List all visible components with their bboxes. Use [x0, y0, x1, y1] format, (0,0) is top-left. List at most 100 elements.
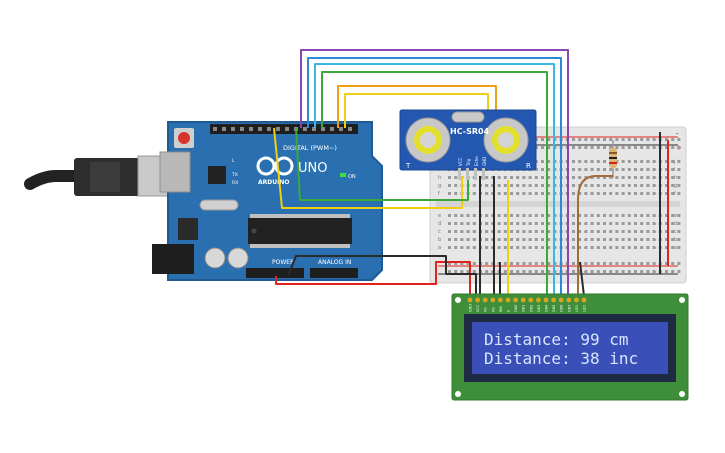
breadboard-hole	[472, 238, 476, 241]
breadboard-hole	[640, 184, 644, 187]
breadboard-hole	[472, 230, 476, 233]
digital-header	[210, 124, 358, 134]
breadboard-hole	[665, 160, 668, 163]
breadboard-hole	[603, 146, 606, 149]
breadboard-hole	[609, 138, 613, 141]
row-letter: a	[438, 245, 441, 251]
breadboard-hole	[541, 192, 544, 195]
lcd-pin-label: E	[507, 310, 511, 312]
breadboard-hole	[460, 222, 464, 225]
breadboard-hole	[541, 262, 544, 265]
breadboard-hole	[541, 160, 544, 163]
breadboard-hole	[584, 270, 588, 273]
breadboard-hole	[466, 270, 470, 273]
breadboard-hole	[627, 138, 631, 141]
breadboard-hole	[572, 146, 575, 149]
breadboard-hole	[615, 214, 619, 217]
breadboard-hole	[516, 262, 520, 265]
breadboard-hole	[534, 168, 538, 171]
sensor-name: HC-SR04	[450, 127, 490, 136]
wire	[273, 127, 463, 209]
breadboard-hole	[491, 192, 495, 195]
rail-minus-label: -	[676, 130, 679, 138]
breadboard-hole	[590, 214, 594, 217]
breadboard-hole	[665, 184, 668, 187]
breadboard-hole	[621, 246, 625, 249]
lcd-pin-label: RS	[491, 307, 495, 312]
capacitor	[204, 247, 226, 269]
breadboard-hole	[640, 222, 644, 225]
breadboard-hole	[572, 270, 575, 273]
reset-button-cap[interactable]	[178, 132, 190, 144]
breadboard-hole	[590, 230, 594, 233]
breadboard-hole	[460, 270, 464, 273]
breadboard-hole	[572, 214, 575, 217]
rx-label: RX	[232, 180, 238, 186]
breadboard-hole	[503, 230, 507, 233]
breadboard-hole	[609, 146, 613, 149]
breadboard-hole	[516, 214, 520, 217]
breadboard-hole	[621, 176, 625, 179]
breadboard-hole	[677, 222, 681, 225]
breadboard-hole	[646, 168, 650, 171]
breadboard-hole	[503, 262, 507, 265]
breadboard-hole	[448, 214, 451, 217]
breadboard-hole	[615, 270, 619, 273]
breadboard-hole	[609, 246, 613, 249]
usb-cable	[24, 155, 173, 197]
breadboard-hole	[485, 230, 489, 233]
breadboard-hole	[646, 230, 650, 233]
breadboard-hole	[627, 222, 631, 225]
breadboard-hole	[615, 262, 619, 265]
lcd-pin	[475, 297, 480, 303]
breadboard-hole	[596, 168, 600, 171]
breadboard-hole	[534, 176, 538, 179]
breadboard-hole	[590, 176, 594, 179]
breadboard-hole	[677, 270, 681, 273]
breadboard-hole	[466, 222, 470, 225]
lcd-pin	[528, 297, 534, 303]
breadboard-hole	[534, 222, 538, 225]
breadboard-hole	[448, 270, 451, 273]
breadboard-hole	[578, 270, 582, 273]
breadboard-hole	[448, 238, 451, 241]
breadboard-hole	[615, 168, 619, 171]
breadboard-hole	[609, 192, 613, 195]
breadboard-hole	[621, 192, 625, 195]
power-jack	[152, 244, 194, 274]
breadboard-hole	[665, 222, 668, 225]
breadboard-hole	[578, 168, 582, 171]
breadboard-hole	[522, 222, 526, 225]
breadboard-hole	[572, 238, 575, 241]
breadboard-hole	[621, 214, 625, 217]
breadboard-hole	[652, 138, 656, 141]
breadboard-hole	[522, 238, 526, 241]
breadboard-hole	[596, 230, 600, 233]
lcd-pin	[551, 297, 556, 303]
breadboard-hole	[609, 176, 613, 179]
breadboard-hole	[460, 246, 464, 249]
breadboard-hole	[448, 192, 451, 195]
breadboard-hole	[652, 222, 656, 225]
breadboard-hole	[528, 246, 532, 249]
breadboard-hole	[584, 168, 588, 171]
breadboard-hole	[485, 238, 489, 241]
breadboard-hole	[448, 176, 451, 179]
breadboard-hole	[541, 138, 544, 141]
breadboard-hole	[627, 230, 631, 233]
breadboard-hole	[652, 238, 656, 241]
sensor-pin-label: GND	[482, 157, 487, 166]
receiver-transducer	[483, 117, 529, 163]
transmitter-transducer	[405, 117, 451, 163]
breadboard-hole	[621, 146, 625, 149]
breadboard-hole	[503, 238, 507, 241]
sensor-t-mark: T	[405, 162, 411, 170]
breadboard-hole	[590, 246, 594, 249]
sensor-pin-label: VCC	[458, 157, 463, 166]
breadboard-hole	[634, 230, 637, 233]
breadboard-hole	[665, 176, 668, 179]
breadboard-hole	[603, 138, 606, 141]
breadboard-hole	[646, 192, 650, 195]
breadboard-hole	[671, 214, 675, 217]
